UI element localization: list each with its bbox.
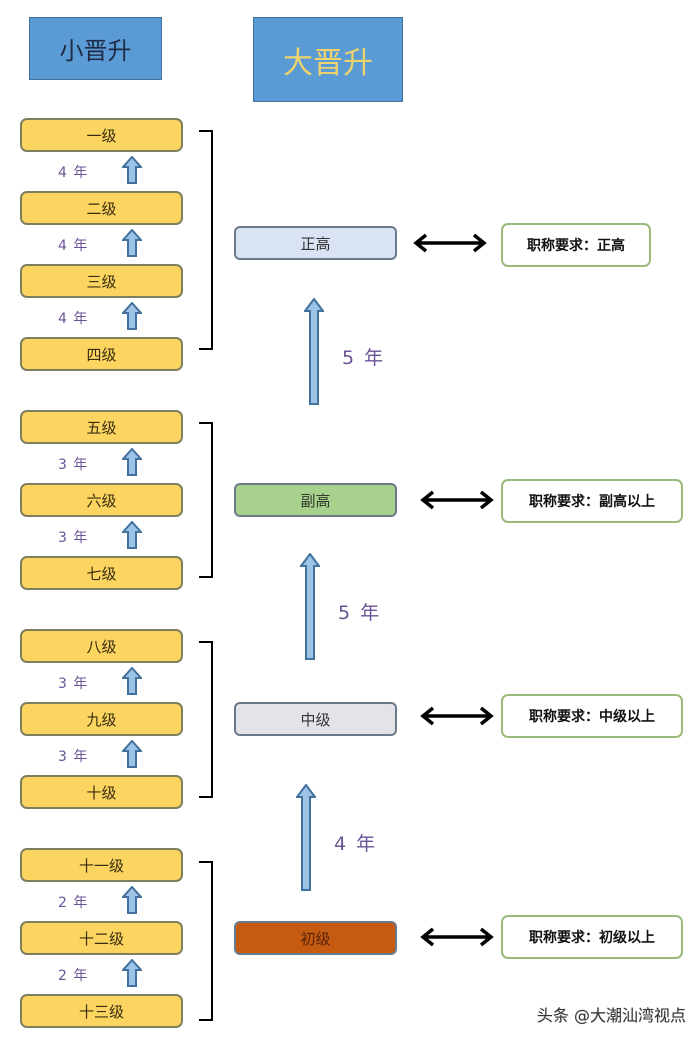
level-label: 一级 [86,126,117,145]
up-arrow-icon [122,740,142,768]
big-promotion-header: 大晋升 [253,17,403,102]
rank-label: 副高 [300,491,331,510]
up-arrow-icon [296,784,316,891]
level-box: 十三级 [20,994,183,1028]
requirement-text: 职称要求：初级以上 [529,930,655,946]
level-label: 七级 [86,564,117,583]
level-label: 十级 [86,783,117,802]
rank-box-associate-senior: 副高 [234,483,397,517]
double-arrow-icon [420,927,494,947]
requirement-text: 职称要求：正高 [527,238,625,254]
level-box: 一级 [20,118,183,152]
level-box: 十级 [20,775,183,809]
level-box: 二级 [20,191,183,225]
years-label: 3 年 [58,457,89,473]
up-arrow-icon [122,667,142,695]
requirement-text: 职称要求：副高以上 [529,494,655,510]
years-label: 4 年 [58,238,89,254]
big-promotion-title: 大晋升 [283,45,373,81]
level-box: 三级 [20,264,183,298]
rank-box-intermediate: 中级 [234,702,397,736]
up-arrow-icon [122,448,142,476]
level-label: 十一级 [78,856,124,875]
requirement-text: 职称要求：中级以上 [529,709,655,725]
level-box: 九级 [20,702,183,736]
group-bracket [199,130,213,350]
small-promotion-header: 小晋升 [29,17,162,80]
requirement-box: 职称要求：正高 [501,223,651,267]
level-label: 九级 [86,710,117,729]
level-label: 四级 [86,345,117,364]
rank-box-senior: 正高 [234,226,397,260]
group-bracket [199,861,213,1021]
years-label: 4 年 [58,165,89,181]
small-promotion-title: 小晋升 [59,37,132,65]
requirement-box: 职称要求：副高以上 [501,479,683,523]
double-arrow-icon [420,706,494,726]
requirement-box: 职称要求：中级以上 [501,694,683,738]
level-box: 七级 [20,556,183,590]
years-label: 3 年 [58,530,89,546]
level-label: 五级 [86,418,117,437]
up-arrow-icon [304,298,324,405]
group-bracket [199,641,213,798]
years-label: 3 年 [58,676,89,692]
up-arrow-icon [122,156,142,184]
up-arrow-icon [122,229,142,257]
level-label: 八级 [86,637,117,656]
level-box: 八级 [20,629,183,663]
years-label: 4 年 [334,833,378,855]
years-label: 2 年 [58,895,89,911]
level-box: 六级 [20,483,183,517]
up-arrow-icon [122,302,142,330]
level-label: 三级 [86,272,117,291]
level-box: 十一级 [20,848,183,882]
requirement-box: 职称要求：初级以上 [501,915,683,959]
level-label: 六级 [86,491,117,510]
level-label: 十二级 [78,929,124,948]
years-label: 4 年 [58,311,89,327]
watermark: 头条 @大潮汕湾视点 [536,1006,686,1025]
years-label: 5 年 [338,602,382,624]
years-label: 2 年 [58,968,89,984]
up-arrow-icon [122,886,142,914]
level-box: 四级 [20,337,183,371]
level-label: 十三级 [78,1002,124,1021]
level-box: 五级 [20,410,183,444]
years-label: 3 年 [58,749,89,765]
years-label: 5 年 [342,347,386,369]
level-label: 二级 [86,199,117,218]
rank-label: 正高 [300,234,331,253]
rank-box-junior: 初级 [234,921,397,955]
up-arrow-icon [122,521,142,549]
up-arrow-icon [122,959,142,987]
rank-label: 初级 [300,929,331,948]
double-arrow-icon [413,233,487,253]
double-arrow-icon [420,490,494,510]
group-bracket [199,422,213,578]
rank-label: 中级 [300,710,331,729]
up-arrow-icon [300,553,320,660]
level-box: 十二级 [20,921,183,955]
